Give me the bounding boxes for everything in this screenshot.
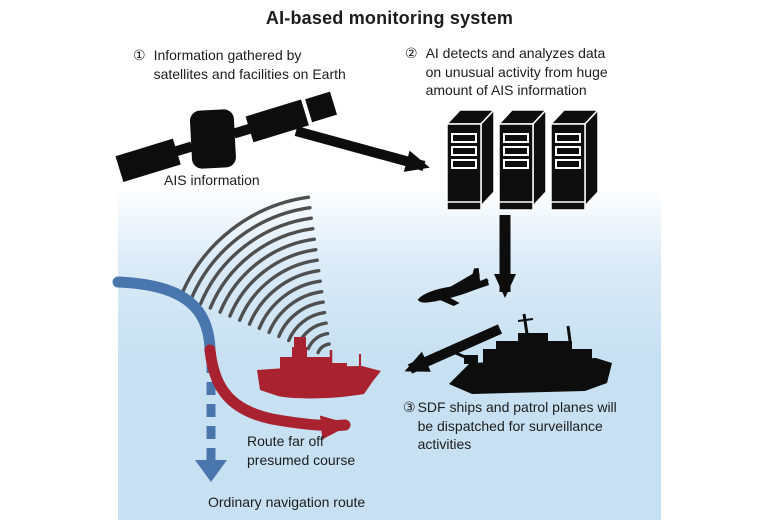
page-title: AI-based monitoring system — [265, 8, 514, 28]
radio-wave-arc — [218, 237, 316, 314]
warship-icon — [449, 313, 612, 394]
step-1-number: ① — [133, 47, 146, 63]
radio-wave-arc — [189, 206, 312, 302]
radio-wave-arc — [306, 331, 330, 351]
radio-wave-arc — [277, 300, 325, 339]
radio-wave-arc — [198, 216, 313, 306]
radio-wave-arc — [228, 248, 318, 318]
radio-wave-arc — [267, 290, 324, 335]
ais-information-label: AIS information — [164, 172, 260, 188]
step-1: ① Information gathered by satellites and… — [133, 46, 346, 83]
radio-wave-arc — [287, 310, 327, 343]
satellite-icon — [115, 91, 338, 183]
radio-wave-arc — [238, 258, 319, 322]
ordinary-route-line — [112, 276, 216, 357]
step-3: ③ SDF ships and patrol planes will be di… — [403, 398, 617, 454]
radio-wave-arc — [208, 227, 315, 310]
route-far-off-label: Route far off presumed course — [247, 433, 356, 468]
radio-wave-arc — [247, 269, 321, 326]
arrow-satellite-to-servers — [294, 126, 430, 172]
ordinary-route-label: Ordinary navigation route — [208, 494, 366, 510]
step-3-number: ③ — [403, 399, 416, 415]
radio-wave-arc — [179, 195, 311, 298]
radio-wave-arc — [257, 279, 322, 330]
server-stack-icon — [446, 109, 599, 211]
patrol-plane-icon — [417, 268, 490, 306]
step-2-text: AI detects and analyzes data on unusual … — [425, 45, 608, 98]
arrow-warship-to-ship — [404, 324, 503, 374]
radio-wave-arc — [316, 342, 331, 355]
step-3-text: SDF ships and patrol planes will be disp… — [417, 399, 617, 452]
step-2-number: ② — [405, 45, 418, 61]
step-2: ② AI detects and analyzes data on unusua… — [405, 44, 608, 100]
cargo-ship-icon — [257, 337, 381, 399]
step-1-text: Information gathered by satellites and f… — [153, 47, 346, 82]
deviated-route-arrow — [204, 344, 351, 440]
